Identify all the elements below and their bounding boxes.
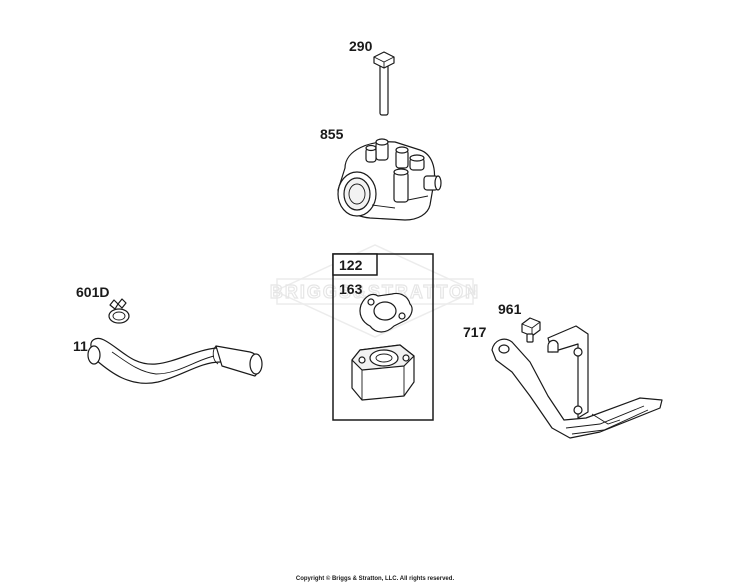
callout-855: 855	[320, 126, 344, 142]
callout-122: 122	[339, 257, 363, 273]
housing-855[interactable]	[337, 138, 442, 221]
screw-961[interactable]	[521, 317, 541, 343]
callout-11: 11	[73, 338, 88, 354]
callout-601D: 601D	[76, 284, 109, 300]
callout-163: 163	[339, 281, 363, 297]
svg-text:BRIGGS&STRATTON: BRIGGS&STRATTON	[270, 282, 480, 302]
hose-11[interactable]	[87, 337, 263, 384]
callout-717: 717	[463, 324, 487, 340]
callout-290: 290	[349, 38, 373, 54]
bolt-290[interactable]	[373, 51, 395, 116]
spacer-block-122[interactable]	[351, 344, 415, 401]
copyright-text: Copyright © Briggs & Stratton, LLC. All …	[296, 575, 455, 582]
bracket-717[interactable]	[491, 325, 663, 439]
kit-122-box[interactable]	[332, 253, 434, 421]
callout-961: 961	[498, 301, 522, 317]
clamp-601D[interactable]	[108, 298, 130, 324]
gasket-163[interactable]	[359, 292, 413, 333]
